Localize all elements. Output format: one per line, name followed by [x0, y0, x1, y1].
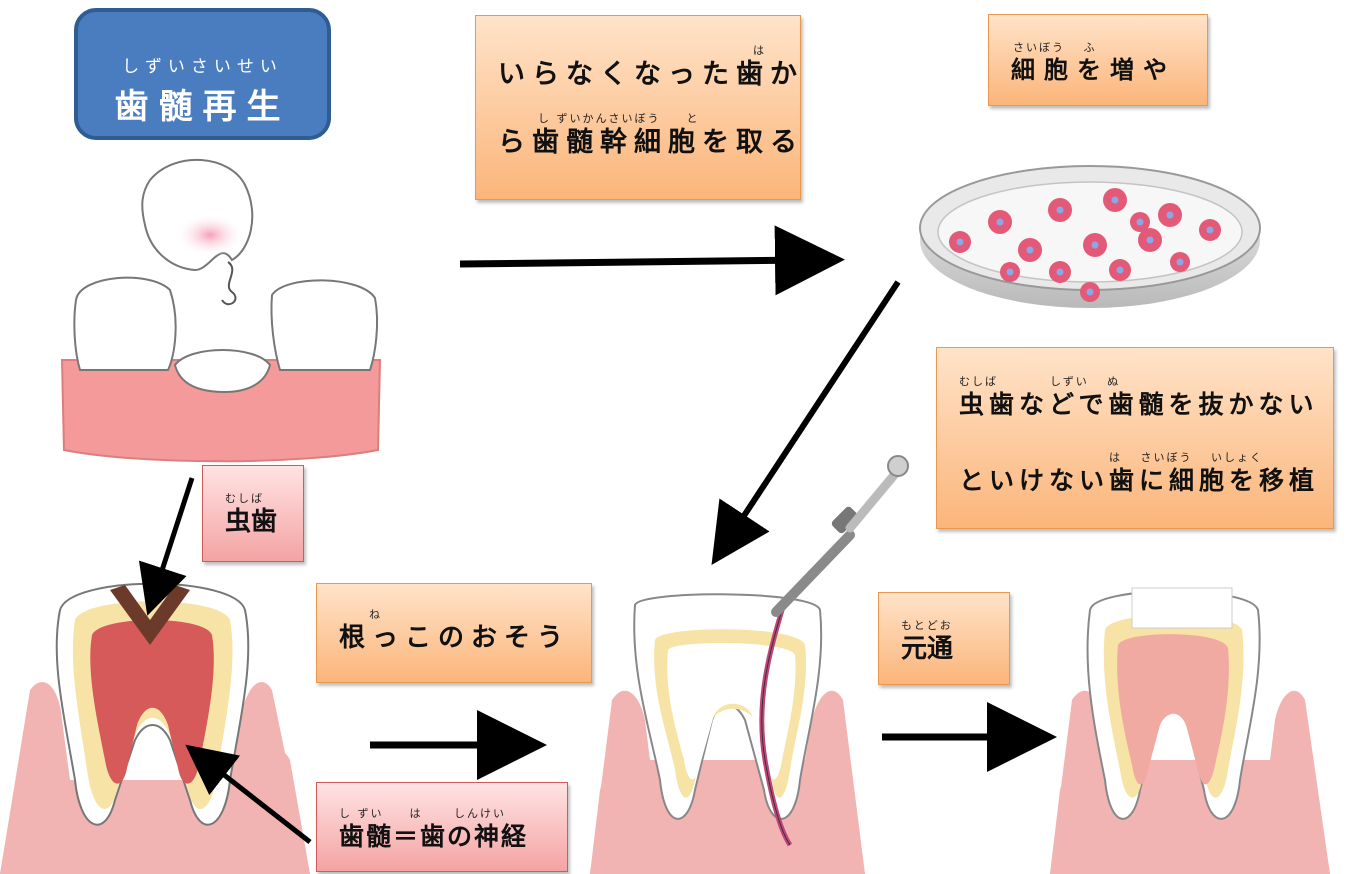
- root-clean-text: 根っこのおそう: [339, 623, 571, 653]
- step1-line1-ruby: は: [753, 44, 766, 57]
- extracted-tooth-illustration: [60, 159, 382, 463]
- mushiba-ruby: むしば: [225, 492, 264, 505]
- step1-label: は いらなくなった歯か し ずいかんさいぼう と ら歯髄幹細胞を取る: [475, 15, 801, 200]
- pulp-label: し ずい は しんけい 歯髄＝歯の神経: [316, 782, 568, 872]
- petri-dish-illustration: [919, 165, 1261, 308]
- step2-ruby: さいぼう ふ: [1013, 41, 1097, 54]
- flow-arrows: [138, 225, 1057, 844]
- root-clean-label: ね 根っこのおそう: [316, 583, 592, 683]
- root-clean-ruby: ね: [369, 608, 382, 621]
- step3-line2: といけない歯に細胞を移植: [959, 466, 1320, 495]
- restore-label: もとどお 元通: [878, 592, 1010, 685]
- page-title: 歯髄再生: [114, 87, 291, 127]
- step3-line1: 虫歯などで歯髄を抜かない: [959, 390, 1319, 419]
- step3-line2-ruby: は さいぼう いしょく: [1109, 451, 1263, 464]
- arrow-mushiba: [138, 477, 195, 616]
- step3-label: むしば しずい ぬ 虫歯などで歯髄を抜かない は さいぼう いしょく といけない…: [936, 347, 1334, 529]
- title-box: しずいさいせい 歯髄再生: [74, 8, 331, 140]
- title-ruby: しずいさいせい: [122, 57, 283, 77]
- arrow-dish-to-tooth: [711, 280, 901, 566]
- step1-line1: いらなくなった歯か: [498, 59, 804, 90]
- mushiba-text: 虫歯: [225, 507, 278, 537]
- pulp-text: 歯髄＝歯の神経: [339, 822, 529, 851]
- root-canal-file-illustration: [590, 455, 909, 874]
- decayed-tooth-illustration: [0, 582, 310, 874]
- step1-line2-ruby: し ずいかんさいぼう と: [538, 112, 700, 125]
- step2-text: 細胞を増や: [1011, 56, 1176, 84]
- step2-label: さいぼう ふ 細胞を増や: [988, 14, 1208, 106]
- pulp-ruby: し ずい は しんけい: [339, 807, 506, 820]
- arrow-pulp: [185, 744, 312, 844]
- arrow-to-dish: [459, 225, 845, 296]
- mushiba-label: むしば 虫歯: [202, 465, 304, 562]
- step3-line1-ruby: むしば しずい ぬ: [959, 375, 1121, 388]
- step1-line2: ら歯髄幹細胞を取る: [498, 127, 804, 158]
- restore-text: 元通: [901, 634, 954, 664]
- restore-ruby: もとどお: [901, 619, 953, 632]
- restored-tooth-illustration: [1050, 587, 1330, 874]
